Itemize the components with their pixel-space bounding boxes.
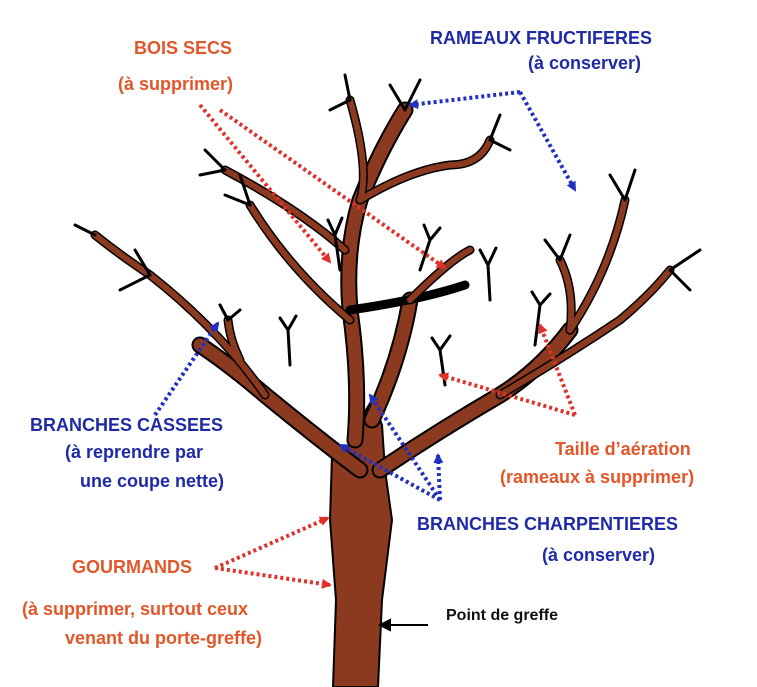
charpentieres-note: (à conserver): [542, 544, 655, 566]
aeration-title: Taille d’aération: [555, 438, 691, 460]
scaffold-branches: [200, 110, 570, 470]
cassees-title: BRANCHES CASSEES: [30, 414, 223, 436]
bois-secs-title: BOIS SECS: [108, 37, 258, 59]
graft-arrow: [380, 620, 428, 630]
gourmands-note-1: (à supprimer, surtout ceux: [22, 598, 248, 620]
rameaux-title: RAMEAUX FRUCTIFERES: [430, 27, 652, 49]
bois-secs-note: (à supprimer): [118, 73, 233, 95]
charpentieres-title: BRANCHES CHARPENTIERES: [417, 513, 678, 535]
cassees-note-1: (à reprendre par: [65, 441, 203, 463]
gourmands-title: GOURMANDS: [72, 556, 192, 578]
cassees-note-2: une coupe nette): [80, 470, 224, 492]
rameaux-note: (à conserver): [528, 52, 641, 74]
aeration-note: (rameaux à supprimer): [500, 466, 694, 488]
gourmands-note-2: venant du porte-greffe): [65, 627, 262, 649]
greffe-label: Point de greffe: [446, 605, 558, 627]
bois-secs-label: BOIS SECS: [108, 37, 258, 59]
